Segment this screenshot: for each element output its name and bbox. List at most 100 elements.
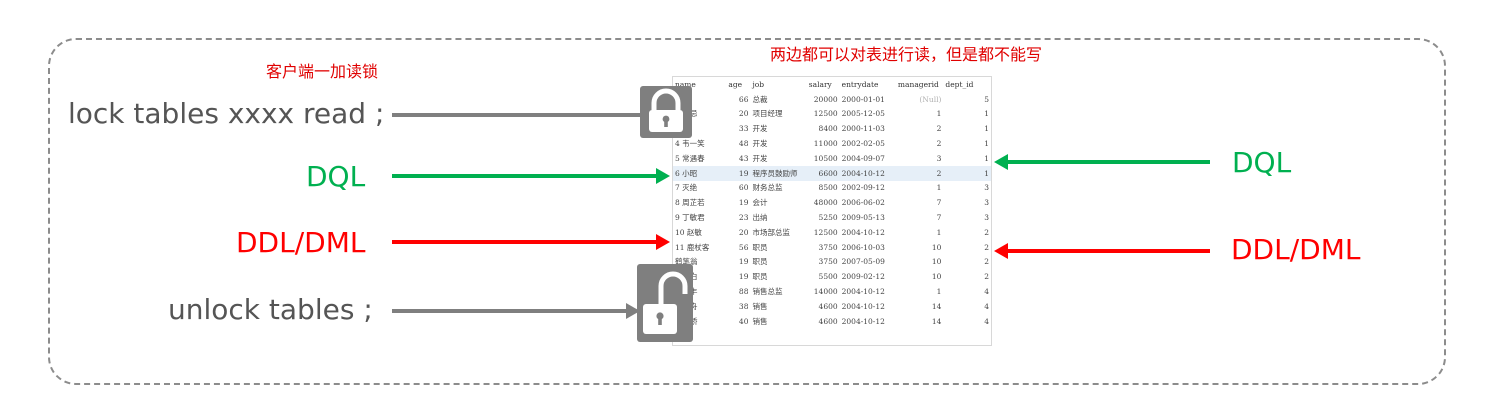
table-cell: 11000 — [813, 139, 838, 149]
table-cell: 56 — [738, 242, 749, 252]
table-cell: 7 — [936, 198, 942, 208]
table-cell: 2002-02-05 — [841, 139, 885, 149]
table-cell: 鹤笔翁 — [675, 257, 698, 267]
table-cell: 19 — [738, 198, 749, 208]
table-cell: 5 常遇春 — [675, 153, 705, 163]
table-cell: 48000 — [813, 198, 838, 208]
table-cell: 2004-10-12 — [839, 165, 896, 181]
table-cell: 14000 — [813, 287, 838, 297]
table-cell: 4 — [984, 316, 989, 326]
table-cell: 2004-10-12 — [841, 287, 885, 297]
table-cell: 2007-05-09 — [841, 257, 885, 267]
table-cell: 10 — [931, 272, 942, 282]
table-cell: 3 — [984, 183, 989, 193]
table-cell: 4 — [984, 287, 989, 297]
table-cell: 2006-06-02 — [841, 198, 885, 208]
table-cell: 2 — [984, 272, 989, 282]
table-cell: 10 — [931, 257, 942, 267]
left-dql-label: DQL — [306, 160, 366, 193]
table-cell: 48 — [738, 139, 749, 149]
lock-arrow — [392, 107, 662, 123]
table-cell: 2 — [984, 257, 989, 267]
table-cell: 项目经理 — [752, 109, 783, 119]
table-cell: 销售 — [752, 301, 768, 311]
table-header-cell: dept_id — [945, 79, 974, 89]
table-cell: 1 — [936, 109, 942, 119]
table-cell: 43 — [738, 153, 749, 163]
table-cell: 19 — [738, 272, 749, 282]
table-cell: 10 赵敏 — [675, 227, 702, 237]
table-header-cell: job — [752, 79, 765, 89]
table-header-cell: managerid — [897, 79, 939, 89]
table-cell: 6 小昭 — [673, 165, 727, 181]
table-cell: 2004-10-12 — [841, 316, 885, 326]
table-cell: 销售 — [752, 316, 768, 326]
table-cell: 10500 — [813, 153, 838, 163]
table-cell: 1 — [984, 124, 989, 134]
table-cell: 11 鹿杖客 — [675, 242, 710, 252]
table-cell: 12500 — [813, 109, 838, 119]
unlocked-padlock-icon — [637, 264, 693, 342]
right-dql-label: DQL — [1232, 146, 1292, 179]
table-cell: 60 — [738, 183, 749, 193]
table-cell: 4600 — [818, 301, 838, 311]
table-row: 金庸66总裁200002000-01-01(Null)5 — [673, 92, 991, 107]
right-ddl-dml-arrow — [994, 243, 1210, 259]
table-cell: (Null) — [919, 94, 942, 104]
table-cell: 2009-02-12 — [841, 272, 885, 282]
table-cell: 2 — [936, 124, 942, 134]
table-cell: 19 — [726, 165, 751, 181]
table-cell: 2009-05-13 — [841, 213, 885, 223]
both-sides-read-caption: 两边都可以对表进行读，但是都不能写 — [770, 45, 1043, 64]
table-cell: 4600 — [818, 316, 838, 326]
table-cell: 4 韦一笑 — [675, 139, 705, 149]
client-read-lock-caption: 客户端一加读锁 — [266, 62, 379, 81]
unlock-tables-command: unlock tables ; — [168, 293, 373, 326]
table-cell: 1 — [936, 227, 942, 237]
right-ddl-dml-label: DDL/DML — [1231, 233, 1361, 266]
table-cell: 职员 — [752, 242, 768, 252]
table-cell: 1 — [984, 109, 989, 119]
table-cell: 40 — [738, 316, 749, 326]
table-cell: 3 — [936, 153, 942, 163]
table-cell: 出纳 — [752, 213, 768, 223]
table-cell: 财务总监 — [752, 183, 783, 193]
table-cell: 1 — [936, 183, 942, 193]
right-dql-arrow — [994, 154, 1210, 170]
table-header-cell: salary — [808, 79, 832, 89]
left-ddl-dml-arrow — [392, 234, 670, 250]
table-cell: 33 — [738, 124, 749, 134]
table-cell: 5 — [984, 94, 989, 104]
table-cell: 10 — [931, 242, 942, 252]
table-cell: 开发 — [752, 139, 768, 149]
table-cell: 4 — [984, 301, 989, 311]
table-cell: 20 — [738, 109, 749, 119]
table-cell: 1 — [984, 139, 989, 149]
table-header-cell: entrydate — [841, 79, 879, 89]
table-cell: 2000-11-03 — [841, 124, 885, 134]
table-cell: 20000 — [813, 94, 838, 104]
table-cell: 2 — [895, 165, 944, 181]
table-cell: 7 — [936, 213, 942, 223]
lock-tables-command: lock tables xxxx read ; — [68, 97, 385, 130]
left-ddl-dml-label: DDL/DML — [236, 226, 366, 259]
table-cell: 88 — [738, 287, 749, 297]
table-cell: 1 — [936, 287, 942, 297]
table-cell: 2 — [984, 242, 989, 252]
table-cell: 14 — [931, 316, 942, 326]
table-cell: 2004-09-07 — [841, 153, 885, 163]
table-cell: 14 — [931, 301, 942, 311]
